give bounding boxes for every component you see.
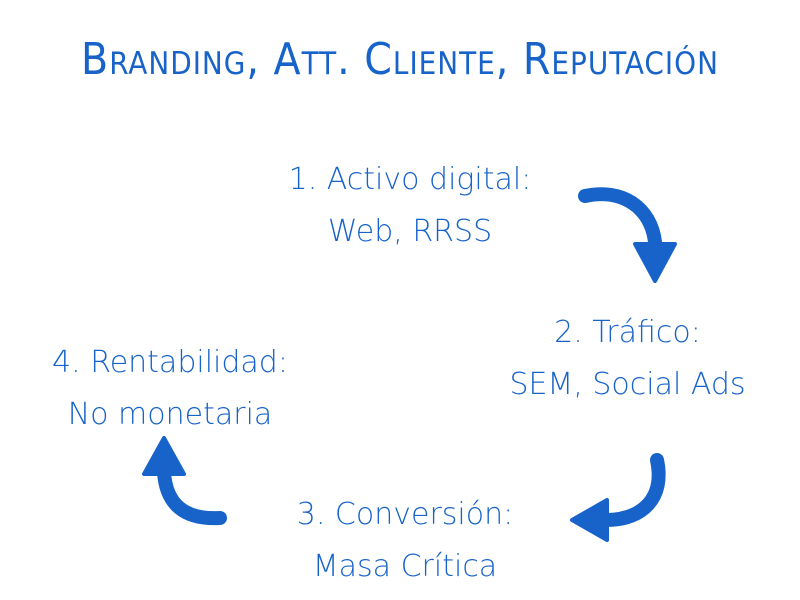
step-4: 4. Rentabilidad: No monetaria	[20, 348, 320, 430]
step-3: 3. Conversión: Masa Crítica	[270, 500, 540, 582]
step-2: 2. Tráfico: SEM, Social Ads	[470, 318, 785, 400]
step-2-heading: 2. Tráfico:	[554, 315, 701, 350]
step-2-detail: SEM, Social Ads	[509, 367, 746, 402]
arrow-up-icon	[142, 436, 227, 526]
diagram-title: Branding, Att. Cliente, Reputación	[81, 34, 719, 85]
step-1-heading: 1. Activo digital:	[288, 162, 532, 197]
arrow-left-icon	[570, 453, 666, 542]
step-4-detail: No monetaria	[67, 397, 273, 432]
step-1: 1. Activo digital: Web, RRSS	[270, 165, 550, 247]
step-3-detail: Masa Crítica	[312, 549, 498, 584]
step-3-heading: 3. Conversión:	[296, 497, 514, 532]
step-1-detail: Web, RRSS	[327, 214, 493, 249]
step-4-heading: 4. Rentabilidad:	[52, 345, 288, 380]
arrow-down-icon	[578, 187, 677, 283]
